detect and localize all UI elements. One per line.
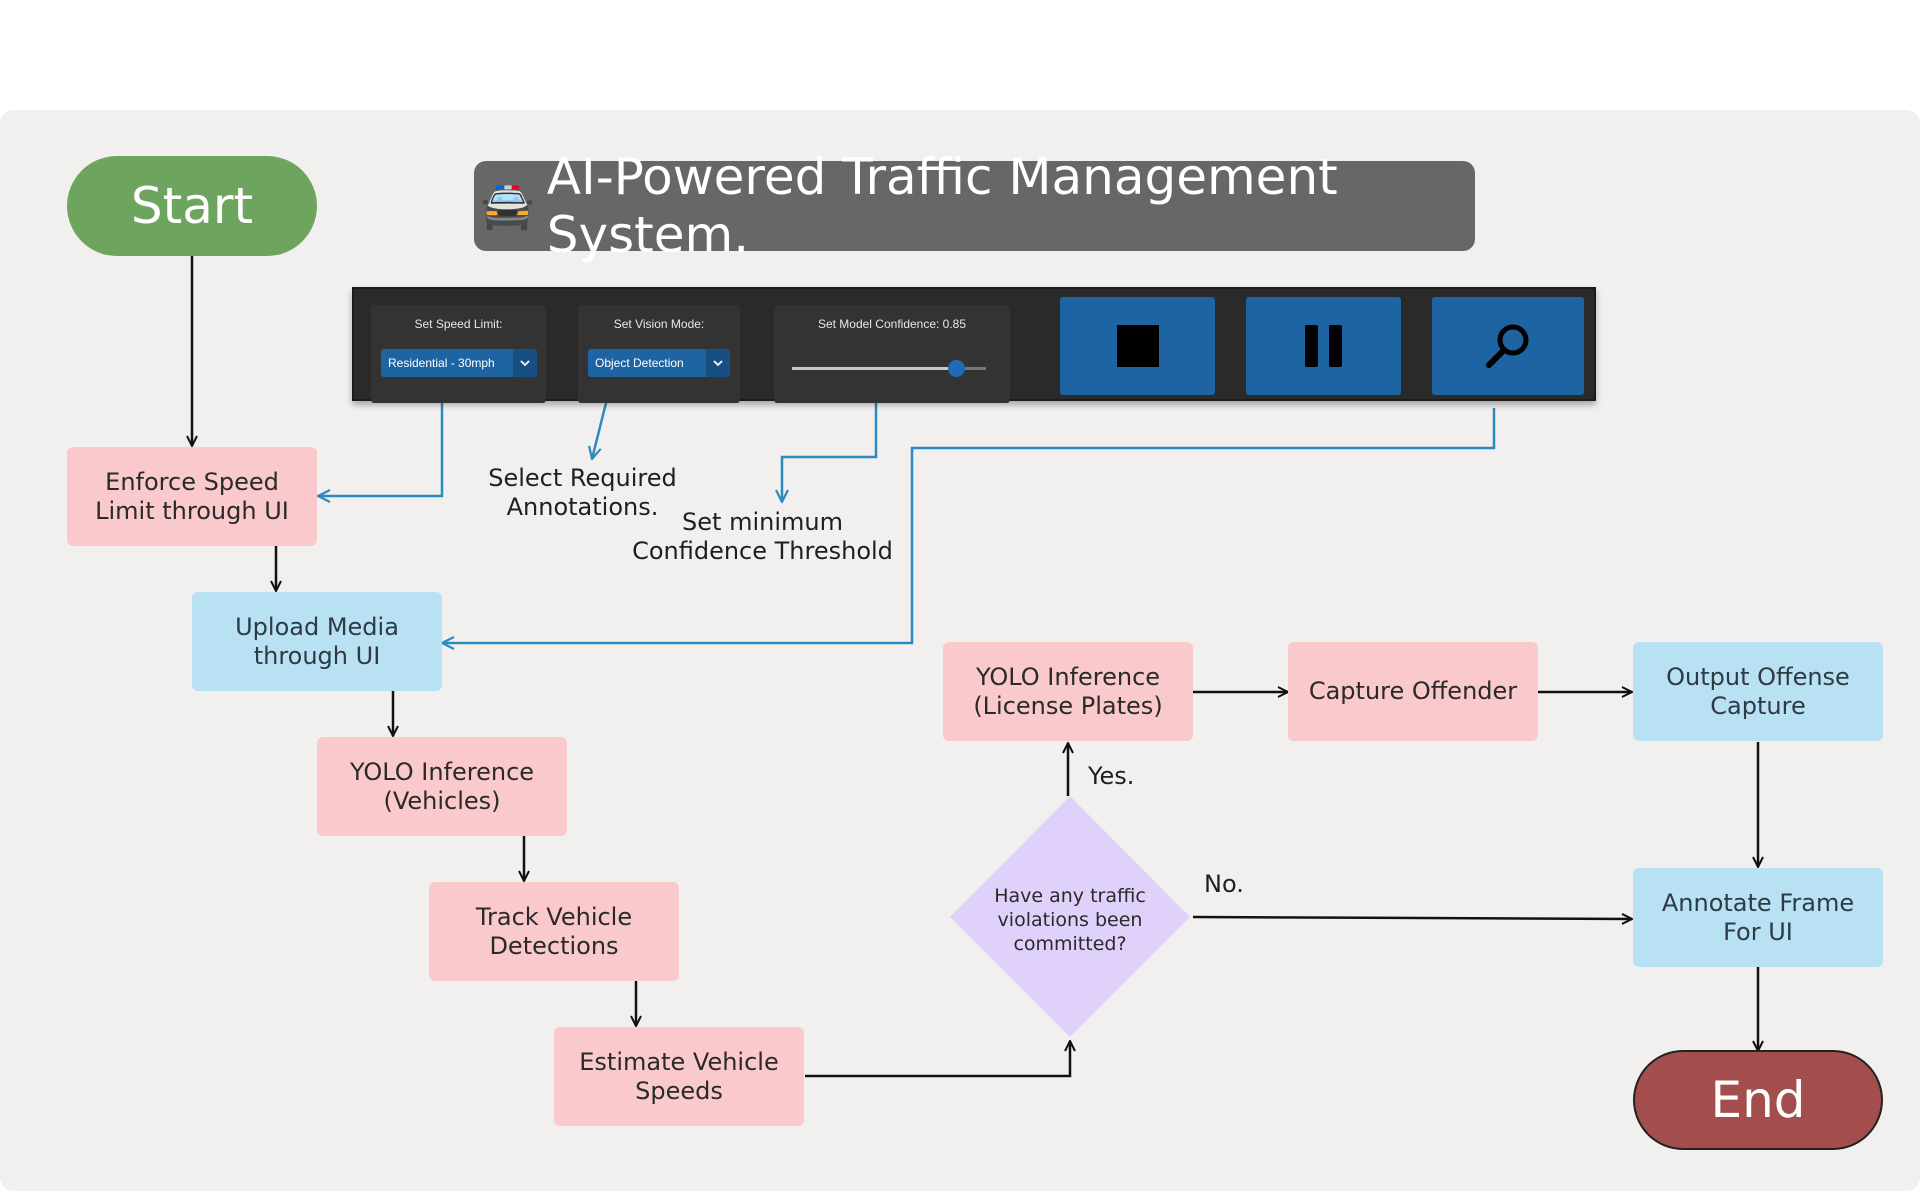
speed-limit-caption: Set Speed Limit: (414, 317, 503, 331)
yes-label: Yes. (1088, 762, 1135, 790)
select-annotations-label: Select Required Annotations. (488, 464, 677, 521)
police-car-icon: 🚔 (480, 181, 535, 232)
confidence-caption: Set Model Confidence: 0.85 (817, 317, 967, 331)
pause-button[interactable] (1246, 297, 1401, 395)
capture-offender-node: Capture Offender (1288, 642, 1538, 741)
yolo-vehicles-node: YOLO Inference (Vehicles) (317, 737, 567, 836)
confidence-slider[interactable] (792, 360, 986, 377)
vision-mode-panel: Set Vision Mode: Object Detection (578, 305, 740, 403)
confidence-slider-fill (792, 367, 957, 370)
control-toolbar: Set Speed Limit: Residential - 30mph Set… (352, 287, 1596, 403)
enforce-speed-node: Enforce Speed Limit through UI (67, 447, 317, 546)
speed-limit-value: Residential - 30mph (388, 356, 495, 370)
vision-mode-value: Object Detection (595, 356, 684, 370)
search-icon (1486, 324, 1529, 368)
no-label: No. (1204, 870, 1244, 898)
chevron-down-icon (706, 349, 730, 377)
vision-mode-caption: Set Vision Mode: (613, 317, 705, 331)
end-node: End (1633, 1050, 1883, 1150)
speed-limit-panel: Set Speed Limit: Residential - 30mph (371, 305, 546, 403)
track-vehicles-node: Track Vehicle Detections (429, 882, 679, 981)
vision-mode-select[interactable]: Object Detection (588, 349, 730, 377)
speed-limit-select[interactable]: Residential - 30mph (381, 349, 537, 377)
confidence-threshold-label: Set minimum Confidence Threshold (632, 508, 893, 565)
start-node: Start (67, 156, 317, 256)
annotate-frame-node: Annotate Frame For UI (1633, 868, 1883, 967)
stop-icon (1116, 325, 1159, 367)
pause-icon (1304, 325, 1342, 367)
app-title: AI-Powered Traffic Management System. (546, 148, 1338, 264)
app-title-bar: 🚔 AI-Powered Traffic Management System. (474, 148, 1475, 264)
confidence-slider-thumb[interactable] (948, 360, 966, 377)
search-button[interactable] (1432, 297, 1584, 395)
upload-media-node: Upload Media through UI (192, 592, 442, 691)
confidence-panel: Set Model Confidence: 0.85 (774, 305, 1010, 403)
estimate-speeds-node: Estimate Vehicle Speeds (554, 1027, 804, 1126)
decision-node-label: Have any traffic violations been committ… (994, 885, 1146, 955)
chevron-down-icon (513, 349, 537, 377)
stop-button[interactable] (1060, 297, 1215, 395)
yolo-plates-node: YOLO Inference (License Plates) (943, 642, 1193, 741)
output-offense-node: Output Offense Capture (1633, 642, 1883, 741)
